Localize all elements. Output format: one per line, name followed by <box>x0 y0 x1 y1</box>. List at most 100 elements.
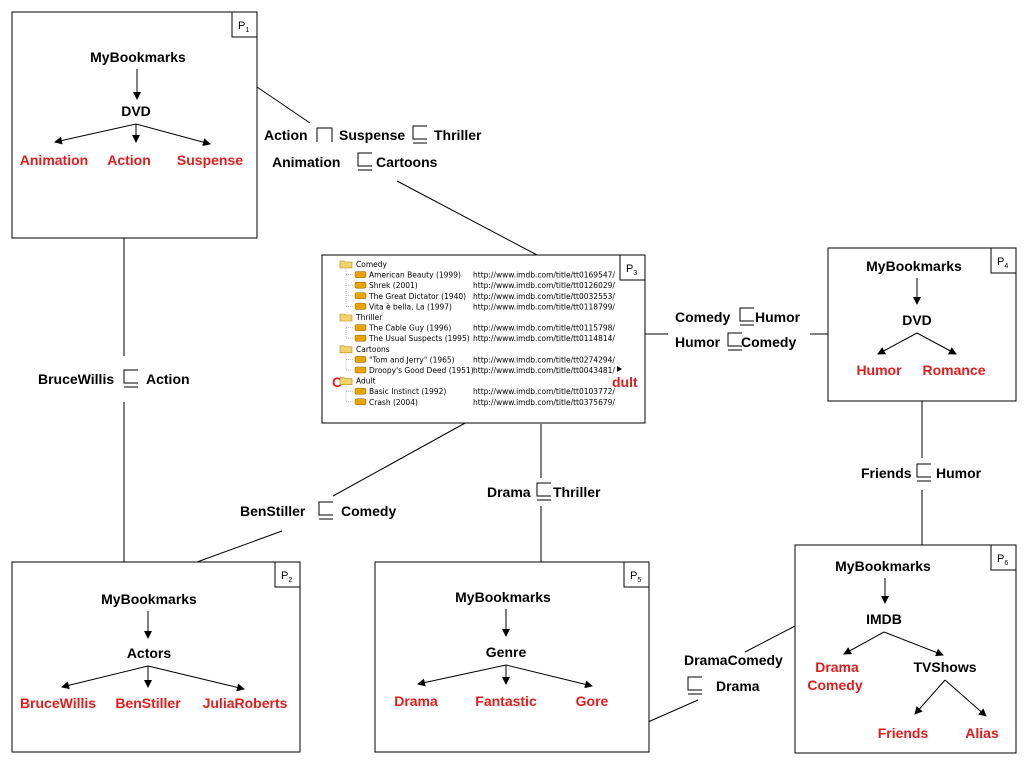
bookmark-url: http://www.imdb.com/title/tt0043481/ <box>473 366 615 375</box>
folder-icon <box>339 345 353 354</box>
peer-p6-index: P6 <box>997 553 1008 567</box>
bookmark-item[interactable]: Basic Instinct (1992)http://www.imdb.com… <box>346 387 615 396</box>
folder-icon <box>339 377 353 385</box>
folder-icon <box>339 313 353 322</box>
folder-label: Adult <box>356 377 376 386</box>
map-humor: Humor <box>755 309 801 325</box>
p4-branch-arrows <box>877 332 957 355</box>
peer-p3-index-box <box>619 254 646 281</box>
p6-root: MyBookmarks <box>835 558 931 574</box>
p2-root: MyBookmarks <box>101 591 197 607</box>
p1-node: DVD <box>121 103 151 119</box>
edge-p1-p3-top <box>256 86 311 124</box>
bookmark-folder[interactable]: Adult <box>339 377 376 386</box>
p4-root: MyBookmarks <box>866 258 962 274</box>
peer-p2-index: P2 <box>281 570 292 584</box>
p2-leaf-brucewillis: BruceWillis <box>20 695 96 711</box>
mapping-p1-p3-b: Animation Cartoons <box>272 152 438 171</box>
bookmark-item[interactable]: Crash (2004)http://www.imdb.com/title/tt… <box>346 398 615 407</box>
bookmark-item[interactable]: Droopy's Good Deed (1951)http://www.imdb… <box>346 366 615 375</box>
bookmark-url: http://www.imdb.com/title/tt0126029/ <box>473 281 615 290</box>
bookmark-icon <box>354 356 367 363</box>
map-comedy: Comedy <box>675 309 730 325</box>
p5-root: MyBookmarks <box>455 589 551 605</box>
map-humor-2: Humor <box>675 334 721 350</box>
peer-p5: P5 MyBookmarks Genre Drama Fantastic Gor… <box>374 561 650 753</box>
bookmark-folder[interactable]: Comedy <box>339 260 388 269</box>
peer-p4-index-box <box>990 247 1017 274</box>
peer-p5-box <box>374 561 650 753</box>
bookmark-url: http://www.imdb.com/title/tt0274294/ <box>473 355 615 364</box>
map-thriller: Thriller <box>434 127 482 143</box>
peer-p1-index: P1 <box>238 20 249 34</box>
p3-overlay-left: C <box>332 374 342 390</box>
edge-p3-p2-top <box>332 421 468 497</box>
submenu-arrow-icon <box>617 366 622 372</box>
map-thriller-2: Thriller <box>553 484 601 500</box>
p2-leaf-juliaroberts: JuliaRoberts <box>203 695 288 711</box>
mapping-p3-p4-a: Comedy Humor <box>675 307 801 326</box>
bookmark-item[interactable]: Vita è bella, La (1997)http://www.imdb.c… <box>346 302 615 311</box>
map-cartoons: Cartoons <box>376 154 438 170</box>
bookmark-folder[interactable]: Cartoons <box>339 345 390 354</box>
mapping-p3-p2: BenStiller Comedy <box>240 501 396 520</box>
mapping-p1-p3-a: Action Suspense Thriller <box>264 125 482 144</box>
bookmark-icon <box>354 303 367 310</box>
p4-node: DVD <box>902 312 932 328</box>
peer-p3-box <box>321 254 646 424</box>
bookmark-icon <box>354 324 367 331</box>
bookmark-title: The Cable Guy (1996) <box>368 324 451 333</box>
bookmark-item[interactable]: Shrek (2001)http://www.imdb.com/title/tt… <box>346 281 615 290</box>
p5-leaf-drama: Drama <box>394 693 438 709</box>
peer-p1: P1 MyBookmarks DVD Animation Action Susp… <box>11 11 258 239</box>
sqsubseteq-symbol <box>412 125 427 144</box>
folder-label: Comedy <box>356 260 388 269</box>
bookmark-icon <box>354 292 367 300</box>
bookmark-url: http://www.imdb.com/title/tt0169547/ <box>473 271 615 280</box>
peer-p4-box <box>827 247 1017 402</box>
map-drama-2: Drama <box>716 678 760 694</box>
bookmark-item[interactable]: The Cable Guy (1996)http://www.imdb.com/… <box>346 324 615 333</box>
bookmark-item[interactable]: The Usual Suspects (1995)http://www.imdb… <box>346 334 615 343</box>
p4-leaf-romance: Romance <box>922 362 985 378</box>
map-suspense: Suspense <box>339 127 405 143</box>
p6-leaf-comedy: Comedy <box>807 677 862 693</box>
map-humor-3: Humor <box>936 465 982 481</box>
p5-node: Genre <box>486 644 527 660</box>
peer-p6-index-box <box>990 544 1017 571</box>
p4-leaf-humor: Humor <box>856 362 902 378</box>
sqsubseteq-symbol <box>318 501 333 520</box>
bookmark-icon <box>354 398 367 406</box>
bookmark-item[interactable]: American Beauty (1999)http://www.imdb.co… <box>346 271 615 280</box>
bookmark-item[interactable]: The Great Dictator (1940)http://www.imdb… <box>346 292 615 301</box>
bookmark-url: http://www.imdb.com/title/tt0375679/ <box>473 398 615 407</box>
map-drama: Drama <box>487 484 531 500</box>
p1-leaf-animation: Animation <box>20 152 88 168</box>
peer-p5-index: P5 <box>630 570 641 584</box>
bookmark-item[interactable]: "Tom and Jerry" (1965)http://www.imdb.co… <box>346 355 615 364</box>
map-benstiller: BenStiller <box>240 503 306 519</box>
bookmark-icon <box>354 366 367 374</box>
p1-leaf-action: Action <box>107 152 151 168</box>
connection-lines <box>123 86 923 723</box>
bookmark-url: http://www.imdb.com/title/tt0118799/ <box>473 302 615 311</box>
peer-p4: P4 MyBookmarks DVD Humor Romance <box>827 247 1017 402</box>
mapping-p6-p5: DramaComedy Drama <box>684 652 783 695</box>
map-friends: Friends <box>861 465 912 481</box>
p2-leaf-benstiller: BenStiller <box>115 695 181 711</box>
peer-p1-index-box <box>231 11 258 38</box>
folder-icon <box>339 260 353 269</box>
p3-overlay-right: dult <box>612 374 638 390</box>
sqsubseteq-symbol <box>739 307 754 326</box>
p6-node-tvshows: TVShows <box>913 659 976 675</box>
folder-label: Cartoons <box>356 345 390 354</box>
p1-root: MyBookmarks <box>90 49 186 65</box>
map-comedy-3: Comedy <box>341 503 396 519</box>
edge-p1-p3-bottom <box>396 180 538 256</box>
folder-label: Thriller <box>355 313 383 322</box>
bookmark-folder[interactable]: Thriller <box>339 313 383 322</box>
map-dramacomedy: DramaComedy <box>684 652 783 668</box>
edge-p6-p5-bottom <box>647 699 699 723</box>
